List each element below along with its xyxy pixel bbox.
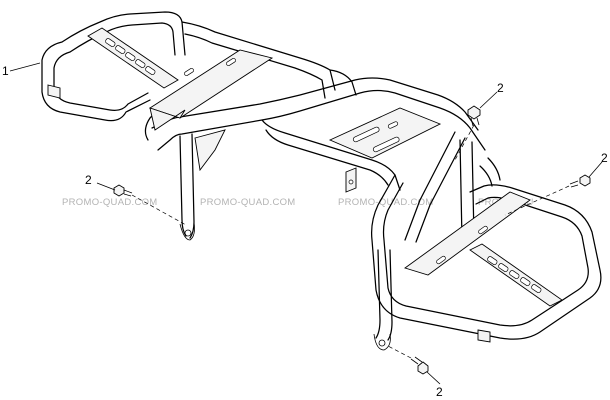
callout-bolt-bottom: 2 [426, 371, 443, 399]
watermark-row: PROMO-QUAD.COM PROMO-QUAD.COM PROMO-QUAD… [62, 197, 533, 208]
front-loop-outer [371, 174, 602, 340]
front-cross-slot-2 [478, 225, 488, 235]
rear-plate-slots [105, 38, 156, 76]
middle-cross-tube [261, 119, 401, 191]
middle-slot-3 [387, 121, 399, 129]
bolt-bottom [410, 356, 429, 375]
rear-side-tube [144, 89, 486, 151]
front-foot [477, 329, 491, 343]
rear-cross-slot-2 [226, 58, 236, 66]
callout-bolt-right-label: 2 [601, 151, 608, 165]
front-leg [375, 249, 393, 341]
callout-bolt-bottom-label: 2 [436, 385, 443, 399]
rear-loop-inner [53, 22, 176, 111]
bolt-left [113, 184, 133, 197]
front-leg-foot [373, 333, 391, 351]
front-cross-slot-1 [436, 255, 446, 265]
front-leg-hole [378, 339, 386, 347]
rear-side-tube-inner [151, 77, 479, 131]
front-plate-slots [487, 256, 542, 294]
left-leg-foot [179, 221, 195, 241]
rear-cross-slot-1 [184, 68, 194, 76]
left-leg [179, 133, 195, 239]
bolt-top [467, 105, 481, 127]
callout-bolt-right: 2 [588, 151, 608, 178]
front-diagonal [404, 131, 466, 243]
rear-plate-flange [149, 107, 186, 131]
left-leg-hole [184, 229, 192, 237]
callout-bolt-top: 2 [479, 81, 504, 109]
upper-long-tube-back [329, 69, 357, 96]
bolt-right-axis [504, 185, 570, 216]
watermark-1: PROMO-QUAD.COM [62, 197, 158, 208]
middle-slot-1 [352, 126, 380, 143]
callout-rack-label: 1 [2, 64, 9, 78]
bolt-left-axis [131, 194, 187, 226]
upper-long-tube [181, 21, 336, 99]
callout-bolt-top-label: 2 [497, 81, 504, 95]
middle-slot-2 [372, 136, 400, 153]
callout-rack: 1 [2, 62, 41, 78]
middle-plate [328, 107, 442, 159]
callout-bolt-left: 2 [85, 173, 116, 191]
bolt-right [569, 174, 591, 188]
luggage-rack [41, 11, 602, 351]
watermark-2: PROMO-QUAD.COM [200, 197, 296, 208]
callout-bolt-left-label: 2 [85, 173, 92, 187]
left-gusset [194, 129, 226, 172]
front-plate-cross [404, 191, 531, 276]
front-post-2 [479, 157, 501, 187]
middle-tab-hole [348, 179, 354, 185]
bolt-bottom-axis [385, 344, 412, 359]
rear-loop-outer [41, 11, 186, 122]
rear-foot [47, 84, 61, 99]
watermark-3: PROMO-QUAD.COM [338, 197, 434, 208]
